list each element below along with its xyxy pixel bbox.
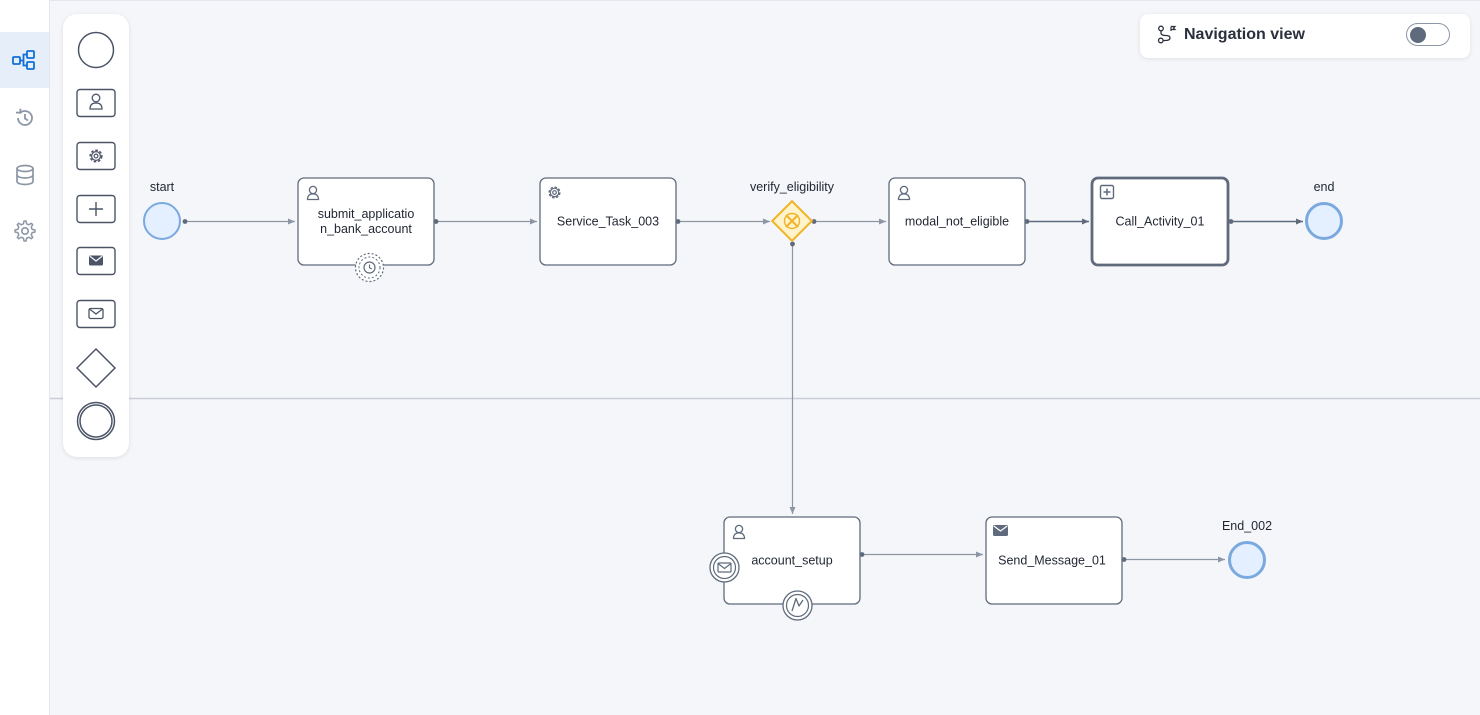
service-task-icon [76,141,116,171]
left-navigation [0,0,50,715]
start-event-icon [77,31,115,69]
user-task-icon [76,88,116,118]
envelope-icon [993,525,1008,536]
diagram-canvas[interactable] [49,0,1480,715]
palette-service-task[interactable] [63,134,129,178]
navigation-view-panel: Navigation view [1140,14,1470,58]
palette-receive-task[interactable] [63,292,129,336]
start-event-label: start [150,180,175,194]
task-send-label: Send_Message_01 [998,554,1106,568]
subprocess-icon [76,194,116,224]
user-icon [732,524,746,540]
gateway-x-icon [785,214,799,228]
call-activity-label: Call_Activity_01 [1116,215,1205,229]
task-submit-application[interactable]: submit_applicatio n_bank_account [297,177,435,266]
receive-message-icon [76,299,116,329]
end-event-002[interactable] [1228,541,1266,579]
call-activity[interactable]: Call_Activity_01 [1090,176,1230,267]
nav-settings[interactable] [0,203,49,259]
navigation-view-label: Navigation view [1184,26,1305,43]
navigation-view-toggle[interactable] [1406,23,1450,46]
timer-boundary-event[interactable] [354,252,385,283]
task-modal-not-eligible[interactable]: modal_not_eligible [888,177,1026,266]
exclusive-gateway[interactable] [770,199,814,243]
gear-icon [13,220,36,242]
nav-process-diagram[interactable] [0,32,49,88]
task-modal-label: modal_not_eligible [905,215,1009,229]
task-service[interactable]: Service_Task_003 [539,177,677,266]
escalation-icon [791,597,804,612]
route-icon [1157,25,1177,44]
timer-icon [363,261,376,274]
end-event-label: end [1314,180,1335,194]
user-icon [897,185,911,201]
send-message-icon [76,246,116,276]
gateway-label: verify_eligibility [750,180,835,194]
user-icon [306,185,320,201]
sequence-flows [182,218,1303,563]
message-icon [717,562,732,573]
message-boundary-event[interactable] [709,552,740,583]
palette-end-event[interactable] [63,399,129,443]
element-palette [63,14,129,457]
gear-icon [548,186,561,199]
task-submit-label-line1: submit_applicatio [318,207,415,221]
history-icon [15,108,33,126]
database-icon [15,164,34,186]
process-diagram-icon [11,50,35,70]
palette-user-task[interactable] [63,81,129,125]
end-event[interactable] [1305,202,1343,240]
palette-start-event[interactable] [63,28,129,72]
toggle-knob [1410,26,1426,43]
task-service-label: Service_Task_003 [557,215,659,229]
task-submit-label-line2: n_bank_account [320,222,412,236]
palette-send-task[interactable] [63,239,129,283]
palette-subprocess[interactable] [63,187,129,231]
expand-icon [1099,184,1115,200]
palette-gateway[interactable] [63,346,129,390]
end-event-icon [76,401,116,441]
nav-history[interactable] [0,90,49,146]
gateway-icon [75,347,117,389]
task-account-label: account_setup [751,554,832,568]
end-event-002-label: End_002 [1222,519,1272,533]
start-event[interactable] [143,202,181,240]
nav-database[interactable] [0,147,49,203]
task-account-setup[interactable]: account_setup [723,516,861,605]
task-send-message[interactable]: Send_Message_01 [985,516,1123,605]
canvas-top-border [49,0,1480,1]
escalation-boundary-event[interactable] [782,590,813,621]
